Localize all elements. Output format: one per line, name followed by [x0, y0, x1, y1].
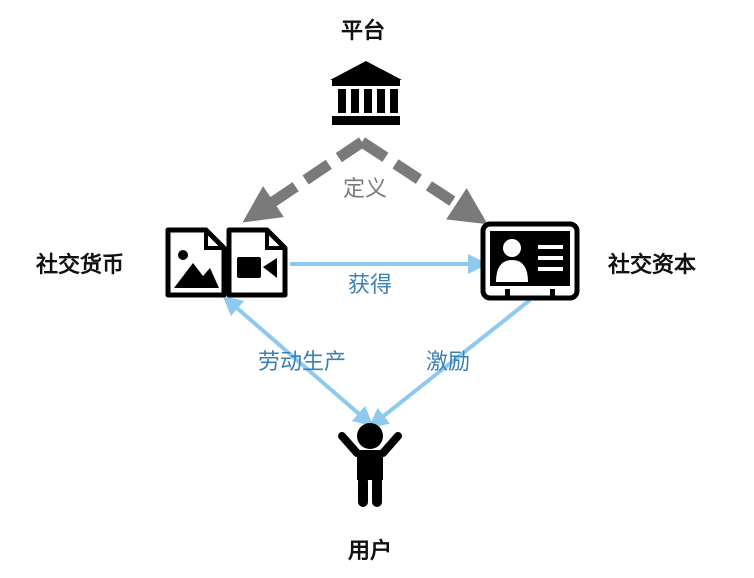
node-label-user: 用户 — [348, 538, 392, 564]
node-label-platform: 平台 — [341, 18, 385, 44]
incentive-arrow — [368, 298, 532, 429]
node-label-social-currency: 社交货币 — [36, 252, 124, 278]
node-social-currency: 社交货币 — [36, 227, 288, 298]
video-file-icon — [226, 227, 288, 298]
edge-labor-production: 劳动生产 — [222, 295, 374, 427]
define-arrow-right — [358, 137, 488, 225]
node-user: 用户 — [338, 423, 402, 564]
edge-label-labor-production: 劳动生产 — [258, 350, 346, 375]
person-icon — [338, 423, 402, 507]
bank-building-icon — [330, 61, 402, 125]
define-arrow-left — [242, 137, 366, 223]
node-platform: 平台 — [330, 18, 402, 125]
edge-obtain: 获得 — [290, 254, 488, 298]
edge-label-incentive: 激励 — [426, 350, 470, 375]
node-label-social-capital: 社交资本 — [608, 252, 696, 278]
edge-define: 定义 — [242, 137, 488, 225]
edge-label-define: 定义 — [343, 177, 387, 202]
edge-label-obtain: 获得 — [348, 273, 392, 298]
edge-incentive: 激励 — [368, 298, 532, 429]
node-social-capital: 社交资本 — [480, 221, 696, 301]
image-file-icon — [165, 227, 227, 298]
labor-production-arrow — [222, 295, 374, 427]
id-card-icon — [480, 221, 580, 301]
